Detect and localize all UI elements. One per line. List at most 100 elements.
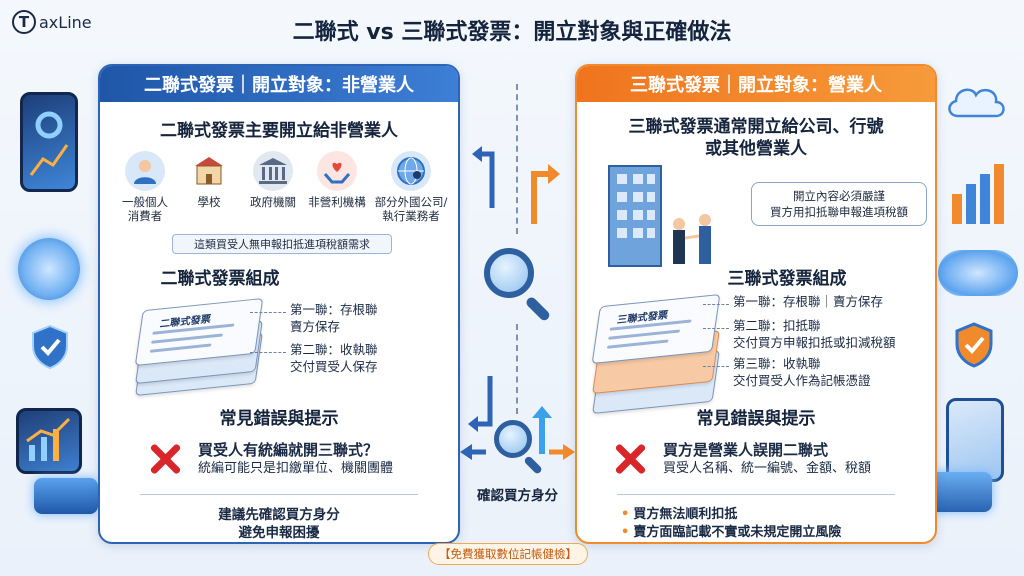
risk-item: •買方無法順利扣抵 [621,506,841,524]
copy-desc: 賣方保存 [290,318,341,334]
target-label: 一般個人 消費者 [122,195,168,224]
intro-line: 三聯式發票通常開立給公司、行號 [628,117,884,137]
lightblue-arrowhead [532,406,552,418]
three-part-intro: 三聯式發票通常開立給公司、行號 或其他營業人 [577,116,935,160]
copy-name: 第一聯：存根聯｜賣方保存 [733,294,884,309]
three-part-invoice-panel: 三聯式發票｜開立對象：營業人 三聯式發票通常開立給公司、行號 或其他營業人 開立… [575,64,937,544]
copy-name: 第三聯：收執聯 [733,356,821,371]
leader-line [703,304,729,305]
doc-line [606,339,669,349]
doc-line [151,333,223,344]
blue-down-arrow [474,376,493,427]
intro-line: 或其他營業人 [705,139,807,160]
bullet-icon: • [621,524,630,540]
advice-line: 建議先確認買方身分 [218,507,340,523]
target-label: 部分外國公司/ 執行業務者 [374,195,448,224]
confirm-buyer-label: 確認買方身分 [477,488,558,504]
risk-item: •賣方面臨記載不實或未規定開立風險 [621,524,841,542]
two-part-copy-2: 第二聯：收執聯 交付買受人保存 [290,342,378,376]
target-label: 政府機關 [250,195,296,209]
two-part-composition-title: 二聯式發票組成 [160,269,280,289]
person-icon [125,151,165,191]
three-part-invoice-illustration: 三聯式發票 [585,290,735,420]
server-platform-icon [34,478,98,514]
leader-line [250,352,286,353]
two-part-mistakes-title: 常見錯誤與提示 [219,409,339,429]
copy-desc: 交付買受人作為記帳憑證 [733,372,871,388]
three-part-copy-2: 第二聯：扣抵聯 交付買方申報扣抵或扣減稅額 [733,318,896,352]
risk-text: 賣方面臨記載不實或未規定開立風險 [633,524,842,540]
mistake-desc: 買受人名稱、統一編號、金額、稅額 [663,461,872,477]
blue-arrowhead [468,416,478,432]
target-school: 學校 [178,151,240,209]
two-part-intro: 二聯式發票主要開立給非營業人 [160,121,398,141]
magnifier-lens [494,420,532,458]
two-part-invoice-illustration: 二聯式發票 [130,297,280,408]
two-part-advice: 建議先確認買方身分 避免申報困擾 [100,506,458,542]
three-part-callout: 開立內容必須嚴謹 買方用扣抵聯申報進項稅額 [751,182,927,227]
side-arrows [460,444,575,460]
callout-line: 開立內容必須嚴謹 [793,189,885,203]
three-part-composition-title: 三聯式發票組成 [727,269,847,289]
advice-line: 避免申報困擾 [238,525,320,542]
three-part-panel-header: 三聯式發票｜開立對象：營業人 [577,66,935,102]
copy-name: 第二聯：扣抵聯 [733,318,821,333]
free-checkup-link[interactable]: 【免費獲取數位記帳健檢】 [428,543,588,565]
logo-text: axLine [39,12,92,32]
left-arrow-icon [460,444,472,460]
target-label: 非營利機構 [308,195,366,209]
brain-icon [18,238,80,300]
cloud-icon [944,80,1010,120]
copy-name: 第一聯：存根聯 [290,302,378,317]
magnifier-icon-small [488,420,552,475]
target-individual: 一般個人 消費者 [114,151,176,224]
target-foreign-company: 部分外國公司/ 執行業務者 [372,151,450,224]
copy-desc: 交付買方申報扣抵或扣減稅額 [733,334,896,350]
magnifier-lens [484,248,534,298]
school-icon [189,151,229,191]
doc-line [608,329,681,340]
doc-line [149,343,212,353]
tablet-document-icon [946,398,1004,482]
three-part-mistakes-title: 常見錯誤與提示 [696,409,816,429]
divider [617,494,895,495]
leader-line [703,328,729,329]
two-part-panel-header: 二聯式發票｜開立對象：非營業人 [100,66,458,102]
brand-logo[interactable]: T axLine [12,10,92,34]
magnifier-handle [524,295,552,323]
risk-text: 買方無法順利扣抵 [633,507,738,522]
copy-desc: 交付買受人保存 [290,358,378,374]
copy-name: 第二聯：收執聯 [290,342,378,357]
tablet-chart-icon [20,92,78,192]
bullet-icon: • [621,507,630,522]
magnifier-icon-large [480,244,560,324]
three-part-copy-3: 第三聯：收執聯 交付買受人作為記帳憑證 [733,356,871,390]
three-part-copy-1: 第一聯：存根聯｜賣方保存 [733,294,883,311]
target-government: 政府機關 [242,151,304,209]
leader-line [250,312,286,313]
two-part-invoice-panel: 二聯式發票｜開立對象：非營業人 二聯式發票主要開立給非營業人 一般個人 消費者 … [98,64,460,544]
error-x-icon [613,442,647,476]
dashed-divider [516,84,518,234]
right-arrow-icon [563,444,575,460]
leader-line [703,366,729,367]
blue-return-arrow [478,151,495,208]
three-part-mistake: 買方是營業人誤開二聯式 買受人名稱、統一編號、金額、稅額 [663,440,871,478]
heart-hands-icon [317,151,357,191]
flow-arrows [468,146,560,454]
page-title: 二聯式 vs 三聯式發票：開立對象與正確做法 [292,20,732,45]
mistake-heading: 買受人有統編就開三聯式？ [198,441,379,459]
center-connector: 確認買方身分 [460,64,575,544]
two-part-note: 這類買受人無申報扣抵進項稅額需求 [172,234,392,254]
mistake-desc: 統編可能只是扣繳單位、機關團體 [198,461,394,477]
target-nonprofit: 非營利機構 [306,151,368,209]
two-part-mistake: 買受人有統編就開三聯式？ 統編可能只是扣繳單位、機關團體 [198,440,393,478]
government-building-icon [253,151,293,191]
bar-chart-icon [946,150,1010,228]
orange-forward-arrow [531,171,552,224]
target-label: 學校 [197,195,221,209]
monitor-chart-icon [16,408,82,474]
cloud-glow-icon [938,250,1018,296]
divider [140,494,418,495]
mistake-heading: 買方是營業人誤開二聯式 [663,441,829,459]
